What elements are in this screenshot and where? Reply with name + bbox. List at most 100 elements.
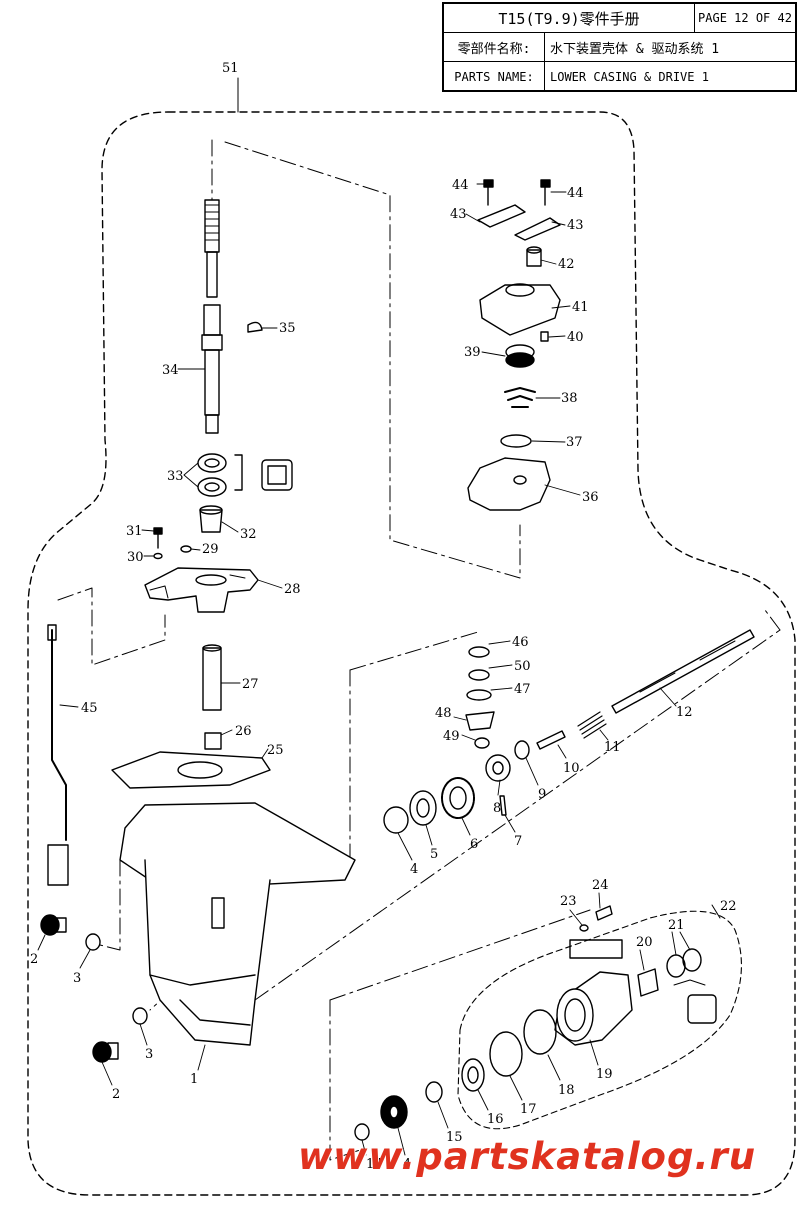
callout-44-right: 44 [567,186,584,201]
bushing-9 [514,740,530,760]
shim-4-upper [383,806,409,834]
callout-29: 29 [202,542,219,557]
bolt-24 [595,905,613,921]
parts-name-cn-value: 水下装置壳体 & 驱动系统 1 [550,41,720,57]
callout-36: 36 [582,490,599,505]
callout-12: 12 [676,705,693,720]
plate-36 [467,457,551,511]
callout-47: 47 [514,682,531,697]
callout-4-lower: 4 [403,1157,411,1172]
callout-23: 23 [560,894,577,909]
callout-24: 24 [592,878,609,893]
callout-42: 42 [558,257,575,272]
callout-46: 46 [512,635,529,650]
callout-35: 35 [279,321,296,336]
callout-22: 22 [720,899,737,914]
shift-rod [51,629,67,841]
grommet-42 [526,246,542,267]
callout-6: 6 [470,837,478,852]
callout-14: 14 [366,1157,383,1172]
callout-4-upper: 4 [410,862,418,877]
pin-7 [499,795,507,816]
callout-8: 8 [493,801,501,816]
washer-23 [579,924,589,932]
sub-assembly-boundary-22 [457,910,742,1130]
callout-2-upper: 2 [30,952,38,967]
o-ring-17 [489,1031,523,1077]
pump-bolt-right [540,179,551,206]
callout-25: 25 [267,743,284,758]
page-number: PAGE 12 OF 42 [698,11,792,25]
callout-38: 38 [561,391,578,406]
clutch [485,754,511,782]
callout-7: 7 [514,834,522,849]
water-tube [202,647,222,711]
plate-43-left [477,204,526,228]
callout-15: 15 [446,1130,463,1145]
callout-18: 18 [558,1083,575,1098]
bearing-16 [461,1058,485,1092]
callout-39: 39 [464,345,481,360]
drive-shaft [201,199,223,434]
callout-10: 10 [563,761,580,776]
callout-40: 40 [567,330,584,345]
callout-16: 16 [487,1112,504,1127]
washer-15 [425,1081,443,1103]
drain-plug-upper [40,914,67,936]
o-ring-37 [500,434,532,448]
pump-housing [479,284,561,336]
callout-48: 48 [435,706,452,721]
pinion-gear [465,711,495,731]
seal-4-lower [380,1095,408,1129]
callout-11: 11 [604,740,621,755]
callout-45: 45 [81,701,98,716]
pin-10 [536,730,566,750]
callout-21: 21 [668,918,685,933]
callout-50: 50 [514,659,531,674]
callout-32: 32 [240,527,257,542]
callout-51: 51 [222,61,239,76]
callout-3-upper: 3 [73,971,81,986]
callout-26: 26 [235,724,252,739]
drain-plug-lower [92,1041,119,1063]
callout-20: 20 [636,935,653,950]
callout-19: 19 [596,1067,613,1082]
woodruff-key [247,321,263,333]
tube-holder [144,567,259,613]
callout-41: 41 [572,300,589,315]
watermark: www.partskatalog.ru [298,1135,757,1178]
propeller-shaft-housing [554,971,633,1046]
impeller [504,387,536,408]
gasket [111,751,271,789]
washer-upper [85,933,101,951]
washer-lower [132,1007,148,1025]
shim-46 [468,646,490,658]
nut-49 [474,737,490,749]
pump-bolt-left [483,179,494,206]
callout-1: 1 [190,1072,198,1087]
assembly-boundary-51 [27,111,796,1196]
bearing-5 [409,790,437,826]
bushing [199,509,223,533]
o-ring-29 [180,545,192,553]
callout-44-left: 44 [452,178,469,193]
label-plate [569,939,623,959]
o-ring-18 [523,1009,557,1055]
callout-28: 28 [284,582,301,597]
callout-17: 17 [520,1102,537,1117]
bearing-20 [637,968,659,997]
lower-casing [119,802,356,1046]
insert-39 [505,344,535,368]
callout-2-lower: 2 [112,1087,120,1102]
bushing-26 [204,732,222,750]
callout-9: 9 [538,787,546,802]
bearings-21 [666,948,717,1024]
parts-name-en-label: PARTS NAME: [454,69,534,84]
parts-name-cn-label: 零部件名称: [457,41,531,57]
callout-5: 5 [430,847,438,862]
forward-gear [441,777,475,819]
pin-40 [540,331,549,342]
parts-name-en-value: LOWER CASING & DRIVE 1 [550,69,709,84]
manual-title: T15(T9.9)零件手册 [498,9,640,28]
